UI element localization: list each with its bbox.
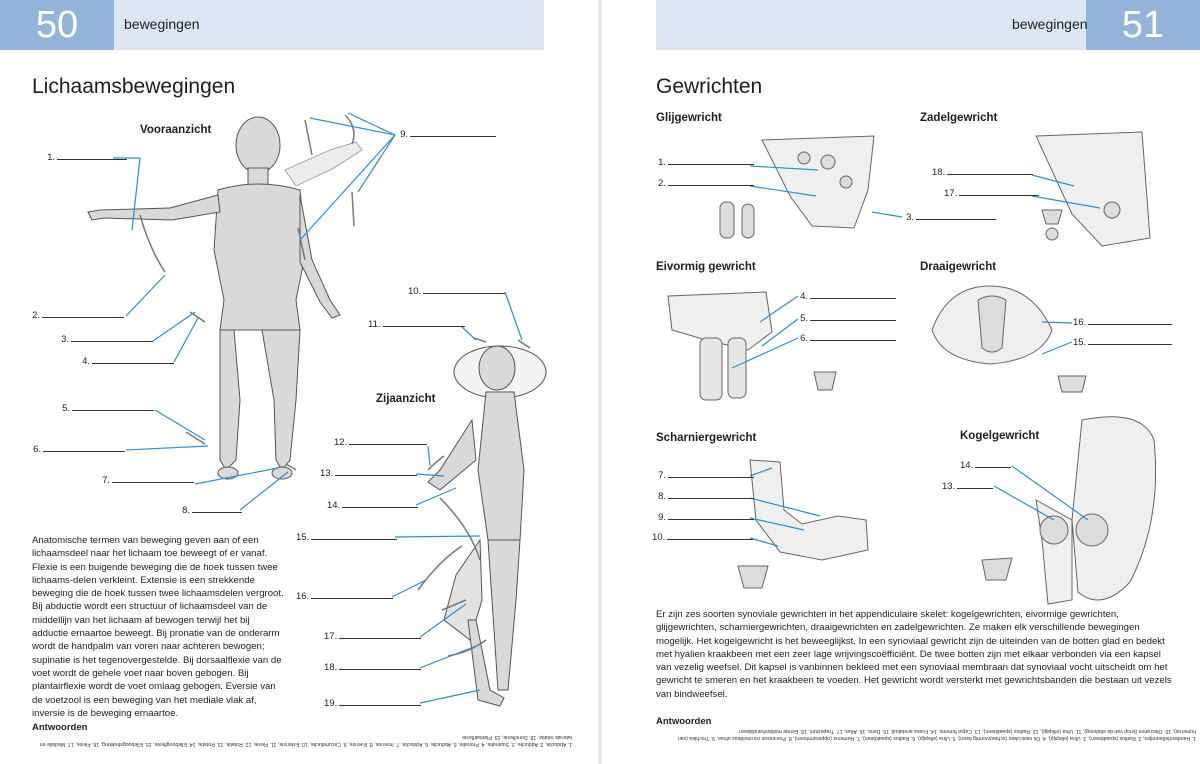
- left-label-8[interactable]: 8.: [178, 505, 242, 516]
- left-label-12[interactable]: 12.: [334, 437, 428, 448]
- left-label-3[interactable]: 3.: [57, 334, 153, 345]
- section-eivormig: Eivormig gewricht: [656, 261, 756, 273]
- section-kogelgewricht: Kogelgewricht: [960, 430, 1040, 442]
- right-label-15[interactable]: 15.: [1073, 337, 1173, 348]
- left-label-16[interactable]: 16.: [296, 591, 394, 602]
- side-view-title: Zijaanzicht: [376, 393, 436, 405]
- left-answers-text: 1. Abductie, 2. Adductie, 3. Supinatie, …: [39, 734, 572, 748]
- right-label-5[interactable]: 5.: [796, 313, 896, 324]
- left-label-10[interactable]: 10.: [408, 286, 506, 297]
- right-page: 51 bewegingen Gewrichten Glijgewricht Za…: [602, 0, 1200, 764]
- right-label-7[interactable]: 7.: [654, 470, 754, 481]
- left-label-15[interactable]: 15.: [296, 532, 398, 543]
- right-label-18[interactable]: 18.: [932, 167, 1034, 178]
- body-movement-illustration: [87, 112, 547, 707]
- left-page-number: 50: [0, 0, 114, 50]
- left-label-5[interactable]: 5.: [58, 403, 154, 414]
- right-label-13[interactable]: 13.: [942, 481, 994, 492]
- left-label-4[interactable]: 4.: [78, 356, 174, 367]
- right-page-title: Gewrichten: [656, 75, 763, 98]
- left-body-text: Anatomische termen van beweging geven aa…: [32, 535, 284, 719]
- right-label-3[interactable]: 3.: [902, 212, 996, 223]
- left-label-19[interactable]: 19.: [324, 698, 422, 709]
- section-draaigewricht: Draaigewricht: [920, 261, 997, 273]
- section-zadelgewricht: Zadelgewricht: [920, 112, 998, 124]
- left-label-13[interactable]: 13.: [320, 468, 418, 479]
- right-answers-title: Antwoorden: [656, 716, 712, 727]
- right-label-17[interactable]: 17.: [944, 188, 1040, 199]
- right-label-8[interactable]: 8.: [654, 491, 754, 502]
- left-answers-title: Antwoorden: [32, 722, 88, 733]
- left-label-11[interactable]: 11.: [368, 319, 465, 330]
- left-label-6[interactable]: 6.: [29, 444, 125, 455]
- right-label-10[interactable]: 10.: [652, 532, 754, 543]
- left-label-7[interactable]: 7.: [98, 475, 194, 486]
- section-glijgewricht: Glijgewricht: [656, 112, 722, 124]
- right-label-16[interactable]: 16.: [1073, 317, 1173, 328]
- right-label-1[interactable]: 1.: [654, 157, 754, 168]
- section-scharniergewricht: Scharniergewricht: [656, 432, 757, 444]
- page-gutter: [598, 0, 602, 764]
- right-answers-text: 1. Handwortelbeentjes, 2. Radius (spaakb…: [677, 728, 1196, 742]
- right-label-14[interactable]: 14.: [960, 460, 1012, 471]
- right-page-number: 51: [1086, 0, 1200, 50]
- right-label-4[interactable]: 4.: [796, 291, 896, 302]
- right-body-text: Er zijn zes soorten synoviale gewrichten…: [656, 609, 1172, 700]
- left-label-9[interactable]: 9.: [396, 129, 496, 140]
- left-label-2[interactable]: 2.: [28, 310, 124, 321]
- left-label-1[interactable]: 1.: [43, 152, 127, 163]
- right-label-9[interactable]: 9.: [654, 512, 754, 523]
- right-label-6[interactable]: 6.: [796, 333, 896, 344]
- left-chapter-title: bewegingen: [124, 16, 200, 32]
- right-chapter-title: bewegingen: [1012, 16, 1088, 32]
- left-label-14[interactable]: 14.: [327, 500, 419, 511]
- left-page: 50 bewegingen Lichaamsbewegingen Vooraan…: [0, 0, 598, 764]
- left-page-title: Lichaamsbewegingen: [32, 75, 236, 98]
- left-label-17[interactable]: 17.: [324, 631, 422, 642]
- joints-illustration: [667, 131, 1157, 605]
- front-view-title: Vooraanzicht: [140, 124, 212, 136]
- right-label-2[interactable]: 2.: [654, 178, 754, 189]
- left-label-18[interactable]: 18.: [324, 662, 422, 673]
